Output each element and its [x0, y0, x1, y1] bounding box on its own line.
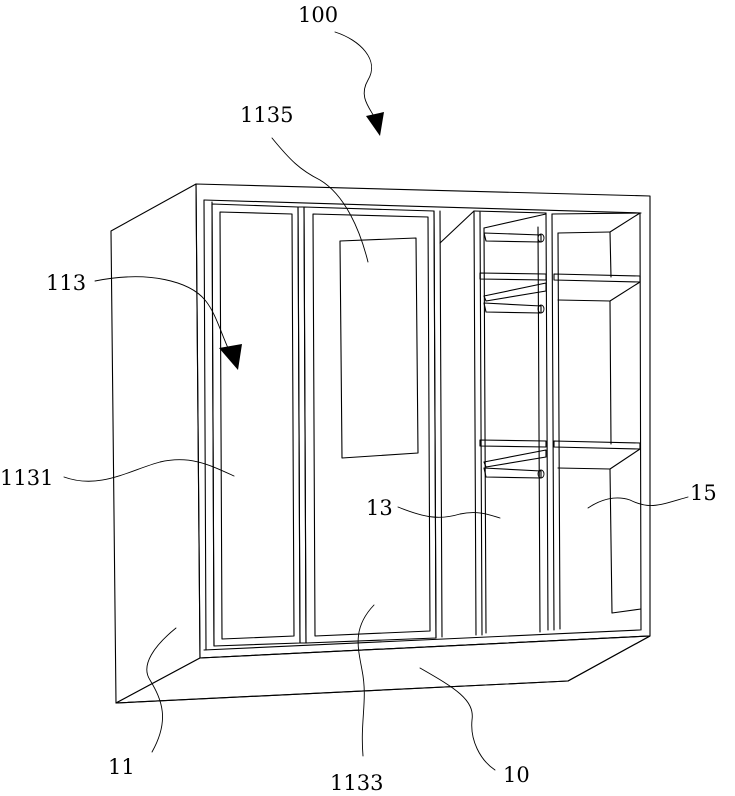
label-1135: 1135 [240, 103, 293, 127]
cabinet-top-edge [196, 184, 650, 658]
label-1133: 1133 [330, 771, 383, 795]
door-1131 [212, 204, 300, 646]
door-1133 [298, 207, 436, 643]
label-13: 13 [366, 496, 393, 520]
label-10: 10 [503, 763, 530, 787]
cabinet-body [111, 184, 650, 703]
compartment-15 [552, 213, 641, 629]
cabinet-left-side-panel [111, 184, 200, 703]
label-1131: 1131 [0, 466, 53, 490]
label-113: 113 [46, 271, 86, 295]
mirror-1135 [340, 238, 418, 458]
label-15: 15 [690, 481, 717, 505]
label-11: 11 [108, 755, 135, 779]
label-100: 100 [298, 3, 338, 27]
compartment-13 [434, 211, 554, 638]
